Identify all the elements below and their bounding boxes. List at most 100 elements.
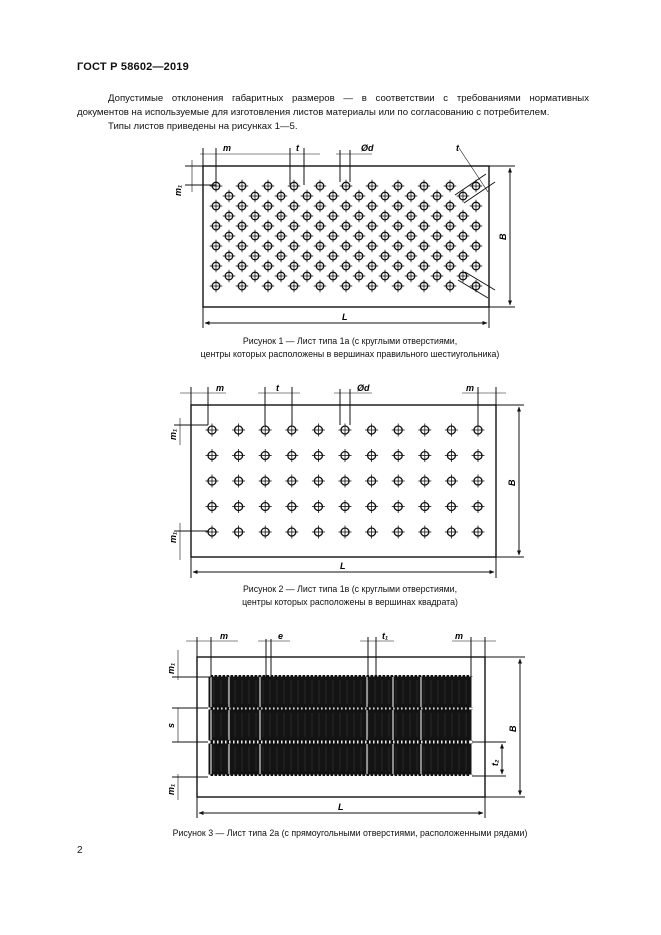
hole: [261, 219, 275, 233]
hole: [235, 219, 249, 233]
fig2-label-d: Ød: [357, 383, 370, 393]
hole: [378, 209, 392, 223]
hole: [378, 249, 392, 263]
hole: [287, 239, 301, 253]
hole: [232, 449, 246, 462]
figure-1-caption-line1: Рисунок 1 — Лист типа 1а (с круглыми отв…: [242, 336, 458, 346]
page-number: 2: [77, 845, 83, 856]
fig2-label-m1-top: m₁: [168, 429, 178, 440]
hole: [391, 474, 405, 488]
fig2-label-t: t: [276, 383, 280, 393]
hole: [209, 219, 223, 233]
hole: [258, 474, 272, 488]
hole: [326, 209, 340, 223]
hole: [339, 199, 353, 213]
paragraph-tolerances: Допустимые отклонения габаритных размеро…: [77, 93, 589, 118]
hole: [261, 179, 275, 193]
hole: [274, 189, 288, 203]
hole: [443, 259, 457, 273]
hole: [209, 199, 223, 213]
hole: [300, 249, 314, 263]
hole: [261, 199, 275, 213]
hole: [313, 239, 327, 253]
hole: [418, 525, 432, 539]
hole: [232, 500, 246, 513]
fig2-label-B: B: [507, 479, 517, 486]
hole: [378, 269, 392, 283]
hole: [417, 179, 431, 193]
hole: [205, 474, 219, 488]
hole: [471, 423, 485, 437]
figure-2-caption-line2: центры которых расположены в вершинах кв…: [242, 597, 458, 607]
hole: [248, 229, 262, 243]
fig3-label-B: B: [508, 725, 518, 732]
hole: [222, 249, 236, 263]
hole: [313, 219, 327, 233]
hole: [365, 199, 379, 213]
hole: [311, 474, 325, 488]
hole: [391, 179, 405, 193]
figure-3-caption: Рисунок 3 — Лист типа 2а (с прямоугольны…: [172, 828, 528, 838]
fig2-label-m1-bottom: m₁: [168, 532, 178, 543]
hole: [274, 229, 288, 243]
hole: [248, 269, 262, 283]
hole: [232, 423, 246, 437]
hole: [430, 229, 444, 243]
hole: [365, 449, 379, 462]
hole: [339, 219, 353, 233]
hole: [338, 525, 352, 539]
hole: [209, 239, 223, 253]
hole: [469, 199, 483, 213]
hole: [456, 189, 470, 203]
fig1-sheet: [202, 165, 490, 308]
hole: [417, 239, 431, 253]
hole: [261, 259, 275, 273]
hole: [391, 239, 405, 253]
hole: [444, 449, 458, 462]
paragraph-sheet-types: Типы листов приведены на рисунках 1—5.: [108, 121, 298, 132]
hole: [378, 229, 392, 243]
hole: [417, 199, 431, 213]
hole: [418, 474, 432, 488]
hole: [456, 249, 470, 263]
figure-2: [174, 387, 524, 578]
hole: [287, 199, 301, 213]
fig2-label-m-right: m: [466, 383, 474, 393]
fig3-label-m-left: m: [220, 631, 228, 641]
hole: [378, 189, 392, 203]
hole: [365, 239, 379, 253]
figure-1-caption-line2: центры которых расположены в вершинах пр…: [200, 349, 500, 359]
hole: [338, 500, 352, 513]
fig3-label-e: e: [278, 631, 283, 641]
hole: [326, 189, 340, 203]
hole: [391, 525, 405, 539]
hole: [258, 525, 272, 539]
hole: [338, 474, 352, 488]
hole: [274, 249, 288, 263]
hole: [261, 279, 275, 293]
hole: [235, 199, 249, 213]
hole: [339, 179, 353, 193]
figure-2-caption: Рисунок 2 — Лист типа 1в (с круглыми отв…: [100, 583, 600, 609]
hole: [391, 423, 405, 437]
slot-row: [208, 743, 473, 775]
hole: [456, 209, 470, 223]
hole: [365, 179, 379, 193]
hole: [444, 525, 458, 539]
fig2-label-m-left: m: [216, 383, 224, 393]
fig1-label-t: t: [296, 143, 300, 153]
hole: [391, 219, 405, 233]
hole: [205, 500, 219, 513]
hole: [235, 179, 249, 193]
hole: [391, 449, 405, 462]
hole: [391, 259, 405, 273]
hole: [287, 279, 301, 293]
hole: [287, 219, 301, 233]
hole: [469, 259, 483, 273]
hole: [352, 269, 366, 283]
hole: [444, 423, 458, 437]
hole: [248, 249, 262, 263]
hole: [365, 279, 379, 293]
hole: [352, 209, 366, 223]
